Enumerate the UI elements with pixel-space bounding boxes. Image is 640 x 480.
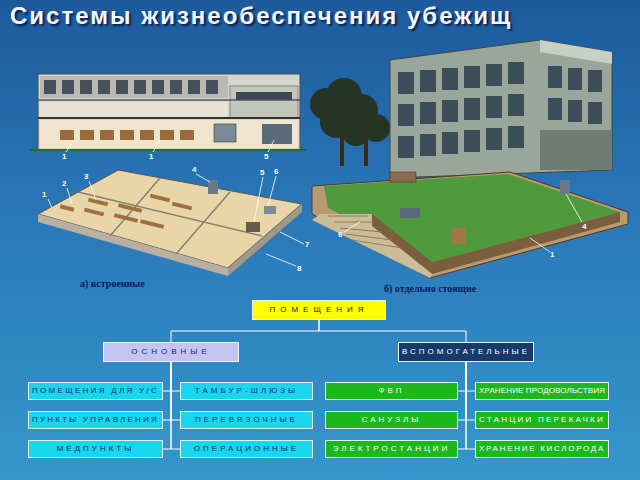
room-box: ПУНКТЫ УПРАВЛЕНИЯ (28, 411, 163, 429)
callout-number: 1 (62, 152, 66, 161)
room-box: ОПЕРАЦИОННЫЕ (180, 440, 313, 458)
tree-connector (458, 362, 466, 449)
slide-title: Системы жизнеобеспечения убежищ (10, 2, 512, 30)
room-box: ФВП (325, 382, 458, 400)
free-standing-shelter (310, 40, 628, 278)
category-box: ВСПОМОГАТЕЛЬНЫЕ (398, 342, 534, 362)
tree-connector (466, 362, 475, 420)
room-box: ХРАНЕНИЕ ПРОДОВОЛЬСТВИЯ (475, 382, 609, 400)
tree-connector (163, 362, 171, 391)
tree-connector (171, 362, 180, 449)
box-label: ХРАНЕНИЕ ПРОДОВОЛЬСТВИЯ (479, 387, 605, 395)
box-label: ТАМБУР-ШЛЮЗЫ (195, 387, 298, 395)
box-label: ВСПОМОГАТЕЛЬНЫЕ (402, 348, 530, 356)
callout-number: 5 (264, 152, 268, 161)
building-section (30, 74, 306, 150)
callout-number: 6 (338, 230, 342, 239)
room-box: СТАНЦИИ ПЕРЕКАЧКИ (475, 411, 609, 429)
room-box: ПЕРЕВЯЗОЧНЫЕ (180, 411, 313, 429)
tree-connector (319, 320, 466, 342)
callout-number: 7 (305, 240, 309, 249)
box-label: ПОМЕЩЕНИЯ ДЛЯ У/С (32, 387, 159, 395)
tree-connector (458, 362, 466, 391)
callout-number: 1 (42, 190, 46, 199)
box-label: САНУЗЛЫ (362, 416, 422, 424)
box-label: ПОМЕЩЕНИЯ (269, 306, 368, 314)
callout-number: 5 (260, 168, 264, 177)
leader-lines (48, 140, 582, 266)
callout-number: 8 (297, 264, 301, 273)
room-box: ЭЛЕКТРОСТАНЦИИ (325, 440, 458, 458)
box-label: ФВП (378, 387, 404, 395)
tree-connector (458, 362, 466, 420)
box-label: ПУНКТЫ УПРАВЛЕНИЯ (32, 416, 159, 424)
root-box: ПОМЕЩЕНИЯ (252, 300, 386, 320)
tree-connector (466, 362, 475, 391)
caption: б) отдельно стоящие (384, 283, 476, 294)
box-label: ПЕРЕВЯЗОЧНЫЕ (195, 416, 298, 424)
shelter-plan (38, 170, 302, 276)
callout-number: 1 (550, 250, 554, 259)
tree-connector (171, 362, 180, 420)
callout-number: 1 (149, 152, 153, 161)
callout-number: 3 (84, 172, 88, 181)
room-box: ХРАНЕНИЕ КИСЛОРОДА (475, 440, 609, 458)
callout-number: 2 (62, 179, 66, 188)
tree-connector (466, 362, 475, 449)
room-box: САНУЗЛЫ (325, 411, 458, 429)
box-label: ОПЕРАЦИОННЫЕ (194, 445, 299, 453)
tree-connector (163, 362, 171, 420)
box-label: ХРАНЕНИЕ КИСЛОРОДА (479, 445, 605, 453)
box-label: ЭЛЕКТРОСТАНЦИИ (333, 445, 451, 453)
box-label: ОСНОВНЫЕ (131, 348, 211, 356)
tree-connector (171, 320, 319, 342)
caption: а) встроенные (80, 278, 145, 289)
box-label: МЕДПУНКТЫ (57, 445, 135, 453)
callout-number: 4 (192, 165, 196, 174)
box-label: СТАНЦИИ ПЕРЕКАЧКИ (479, 416, 605, 424)
room-box: ПОМЕЩЕНИЯ ДЛЯ У/С (28, 382, 163, 400)
callout-number: 4 (582, 222, 586, 231)
room-box: ТАМБУР-ШЛЮЗЫ (180, 382, 313, 400)
tree-connector (163, 362, 171, 449)
callout-number: 6 (274, 167, 278, 176)
category-box: ОСНОВНЫЕ (103, 342, 239, 362)
room-box: МЕДПУНКТЫ (28, 440, 163, 458)
tree-connector (171, 362, 180, 391)
